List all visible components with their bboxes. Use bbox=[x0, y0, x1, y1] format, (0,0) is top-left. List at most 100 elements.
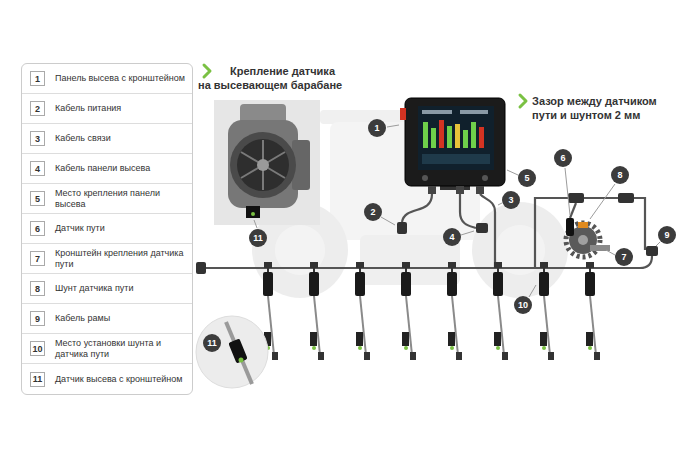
leader-line-part bbox=[461, 231, 474, 235]
row-number: 6 bbox=[30, 221, 45, 236]
seed-sensor-part bbox=[355, 262, 370, 360]
legend-row: 1Панель высева с кронштейном bbox=[22, 64, 192, 94]
seed-drum-picture-part bbox=[246, 206, 260, 218]
seed-sensor-part-part bbox=[594, 352, 600, 360]
seed-sensor-part-part bbox=[264, 262, 272, 268]
legend-row: 10Место установки шунта и датчика пути bbox=[22, 334, 192, 364]
row-number: 10 bbox=[30, 341, 45, 356]
seed-sensor-part-part bbox=[406, 296, 412, 355]
seeding-panel-part bbox=[428, 186, 436, 194]
seed-sensor-part-part bbox=[263, 272, 273, 296]
heading-arrow-part bbox=[204, 65, 210, 77]
seed-sensor-part bbox=[401, 262, 416, 360]
legend-row: 3Кабель связи bbox=[22, 124, 192, 154]
callout-number: 11 bbox=[249, 229, 267, 247]
seed-sensor-part-part bbox=[496, 346, 500, 350]
seed-sensor-part-part bbox=[405, 268, 407, 272]
legend-row: 4Кабель панели высева bbox=[22, 154, 192, 184]
seed-sensor-part-part bbox=[451, 268, 453, 272]
leader-line-part bbox=[656, 242, 660, 246]
seed-sensor-part-part bbox=[312, 346, 316, 350]
legend-row: 6 Датчик пути bbox=[22, 214, 192, 244]
callout-number: 11 bbox=[203, 334, 221, 352]
legend-row: 8 Шунт датчика пути bbox=[22, 274, 192, 304]
sensor-inset bbox=[196, 316, 268, 388]
seed-sensor-part-part bbox=[310, 262, 318, 268]
seed-sensor-part bbox=[309, 262, 324, 360]
row-number: 4 bbox=[30, 161, 45, 176]
seed-sensor-part-part bbox=[452, 296, 458, 355]
legend-row: 7Кронштейн крепления датчика пути bbox=[22, 244, 192, 274]
row-number: 8 bbox=[30, 281, 45, 296]
seed-sensor-part-part bbox=[356, 262, 364, 268]
cable-part bbox=[570, 203, 576, 218]
row-number: 11 bbox=[30, 372, 45, 387]
seed-sensor-part-part bbox=[310, 332, 317, 346]
legend-row: 9Кабель рамы bbox=[22, 304, 192, 334]
path-sensor-assembly-part bbox=[566, 218, 574, 236]
row-number: 9 bbox=[30, 311, 45, 326]
seed-sensor-part-part bbox=[497, 268, 499, 272]
cable-part bbox=[460, 194, 476, 228]
cable-part bbox=[535, 198, 645, 268]
path-sensor-assembly-part bbox=[578, 222, 588, 228]
seeding-panel-part bbox=[447, 126, 452, 148]
seed-sensor-part-part bbox=[356, 332, 363, 346]
leader-line-part bbox=[498, 203, 502, 205]
callout-number: 1 bbox=[368, 119, 386, 137]
seed-sensor-part-part bbox=[448, 332, 455, 346]
seeding-panel-part bbox=[422, 110, 452, 114]
seed-sensor-part-part bbox=[318, 352, 324, 360]
row-text: Кабель питания bbox=[55, 103, 185, 114]
cable-part bbox=[402, 194, 432, 222]
seed-drum-picture-part bbox=[241, 140, 285, 190]
seed-sensor bbox=[263, 262, 600, 360]
cable-plug-part bbox=[618, 193, 634, 203]
seed-sensor-part-part bbox=[355, 272, 365, 296]
seed-sensor-part-part bbox=[540, 332, 547, 346]
row-text: Шунт датчика пути bbox=[55, 283, 185, 294]
row-text: Датчик пути bbox=[55, 223, 185, 234]
cable-plug-part bbox=[397, 222, 407, 234]
seed-sensor-part-part bbox=[404, 346, 408, 350]
seed-sensor-part-part bbox=[456, 352, 462, 360]
seeding-panel-part bbox=[455, 124, 460, 148]
seeding-panel-part bbox=[482, 175, 488, 181]
seed-sensor-part-part bbox=[402, 332, 409, 346]
row-text: Кабель связи bbox=[55, 133, 185, 144]
seed-drum-picture-part bbox=[214, 100, 320, 225]
seeding-panel-part bbox=[463, 130, 468, 148]
seed-sensor-part-part bbox=[588, 346, 592, 350]
callout-number: 7 bbox=[615, 248, 633, 266]
row-text: Панель высева с кронштейном bbox=[55, 73, 185, 84]
seed-sensor-part bbox=[447, 262, 462, 360]
callout-number: 9 bbox=[658, 226, 676, 244]
seeding-panel-part bbox=[400, 108, 406, 120]
seeding-panel-part bbox=[439, 120, 444, 148]
seed-sensor-part-part bbox=[364, 352, 370, 360]
section-heading: Крепление датчика на высевающем барабане bbox=[198, 64, 348, 92]
seed-sensor-part-part bbox=[589, 268, 591, 272]
path-sensor-assembly bbox=[566, 218, 610, 257]
legend-row: 11 Датчик высева с кронштейном bbox=[22, 364, 192, 394]
seed-sensor-part bbox=[539, 262, 554, 360]
seeding-panel-part bbox=[431, 128, 436, 148]
seed-drum-picture-part bbox=[228, 120, 298, 208]
seed-sensor-part-part bbox=[586, 332, 593, 346]
legend-row: 5Место крепления панели высева bbox=[22, 184, 192, 214]
seed-sensor-part-part bbox=[410, 352, 416, 360]
leader-line-part bbox=[529, 285, 536, 297]
leader-line-part bbox=[507, 170, 518, 175]
seeding-panel-part bbox=[422, 154, 490, 164]
sensor-inset-part bbox=[239, 358, 244, 363]
row-number: 5 bbox=[30, 191, 45, 206]
cable-plug-part bbox=[568, 193, 584, 203]
row-number: 7 bbox=[30, 251, 45, 266]
row-text: Датчик высева с кронштейном bbox=[55, 374, 185, 385]
seeding-panel-part bbox=[460, 110, 488, 114]
seed-sensor-part bbox=[585, 262, 600, 360]
cable-plug bbox=[196, 193, 658, 274]
seeding-panel-part bbox=[423, 122, 428, 148]
seed-sensor-part-part bbox=[542, 346, 546, 350]
heading-arrow-part bbox=[520, 95, 526, 107]
